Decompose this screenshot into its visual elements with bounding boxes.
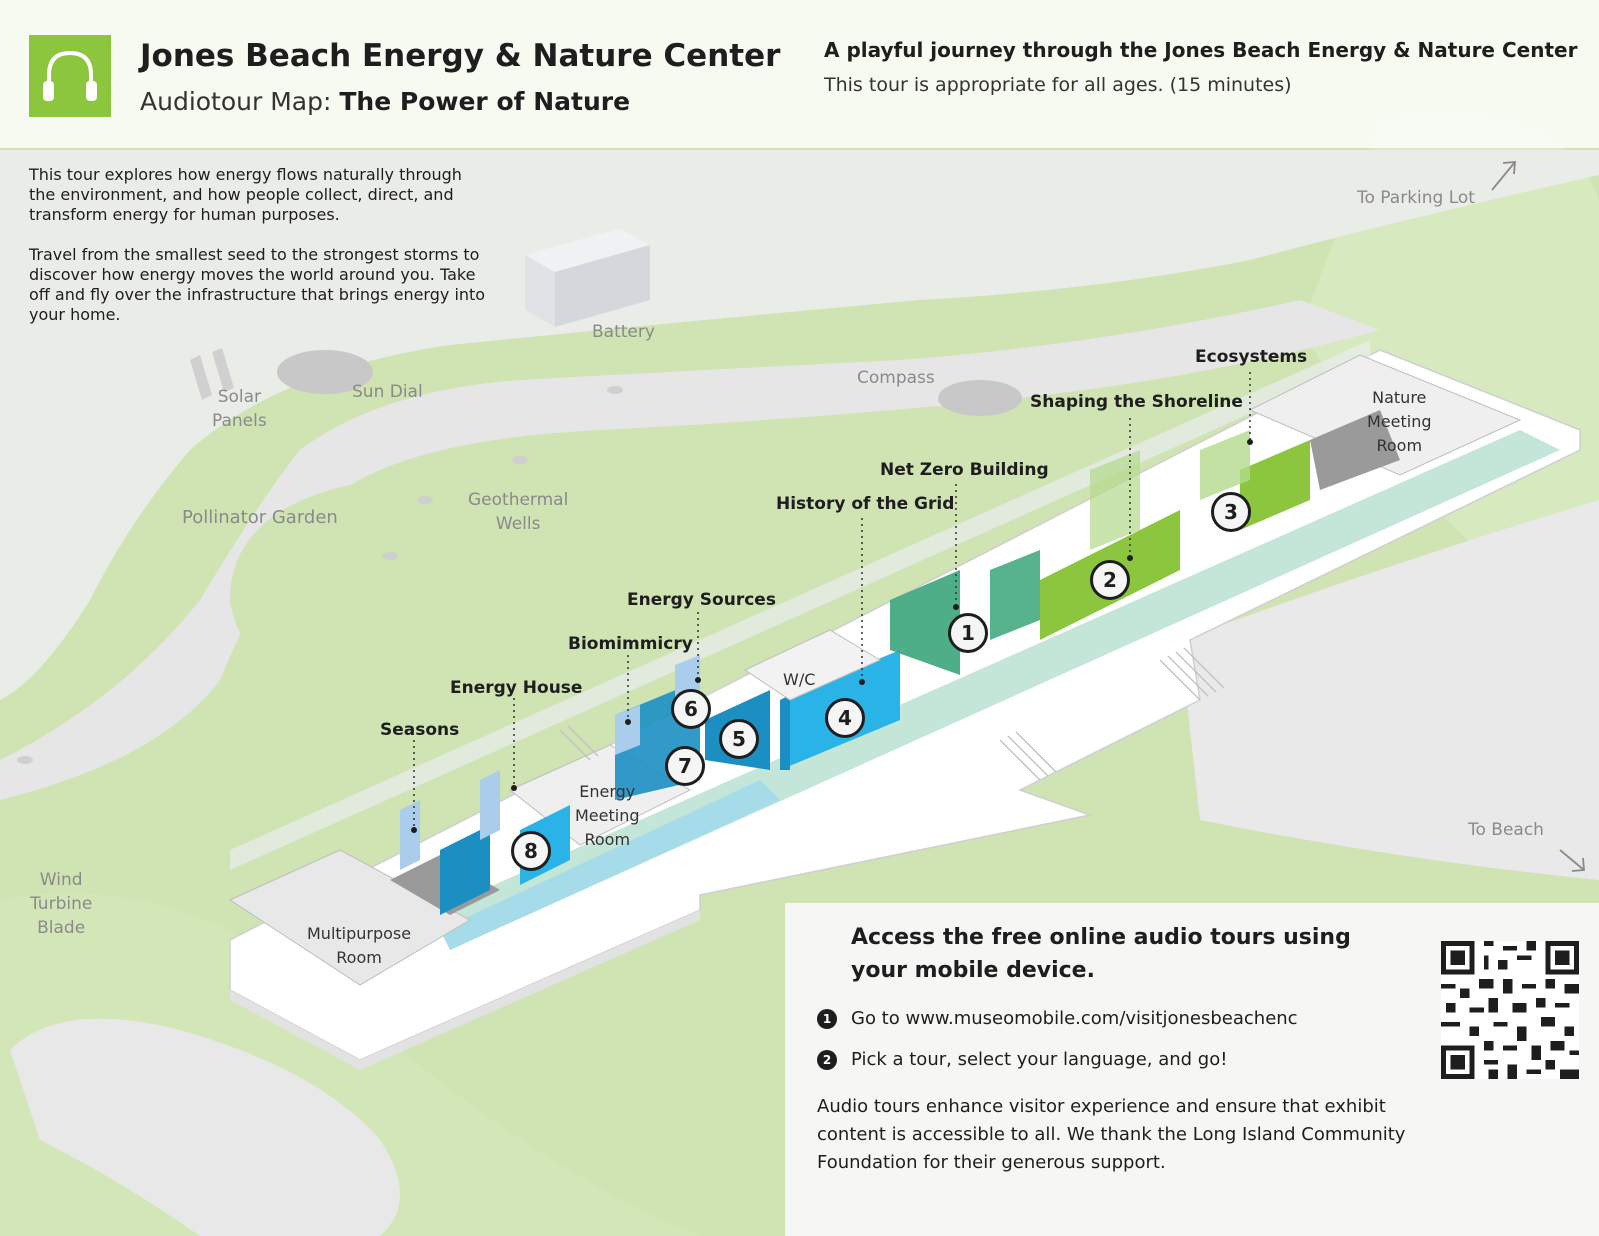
label-solar-panels: Solar Panels	[212, 387, 267, 431]
page-subtitle: Audiotour Map: The Power of Nature	[140, 87, 631, 116]
parking-arrow-icon	[1491, 161, 1516, 191]
beach-arrow-icon	[1559, 849, 1585, 872]
stop-marker-2[interactable]: 2	[1090, 560, 1130, 600]
step-1-bullet: 1	[817, 1009, 837, 1029]
label-to-beach: To Beach	[1468, 820, 1544, 840]
page-title: Jones Beach Energy & Nature Center	[140, 38, 781, 74]
multipurpose-room-floor	[228, 849, 472, 986]
label-pollinator-garden: Pollinator Garden	[182, 507, 338, 528]
exhibit-label-biomimicry[interactable]: Biomimmicry	[568, 634, 693, 654]
stairs	[559, 647, 1225, 781]
access-step-1-text: Go to www.museomobile.com/visitjonesbeac…	[851, 1008, 1298, 1029]
exhibit-3-block	[1240, 440, 1310, 530]
exhibit-label-seasons[interactable]: Seasons	[380, 720, 460, 740]
exhibit-label-energy-house[interactable]: Energy House	[450, 678, 583, 698]
leader-dots	[411, 439, 1253, 833]
label-geothermal-wells: Geothermal Wells	[468, 490, 569, 534]
sun-dial-feature	[277, 350, 373, 394]
intro-paragraph-1: This tour explores how energy flows natu…	[29, 165, 462, 224]
headphones-icon	[43, 50, 97, 101]
label-compass: Compass	[857, 368, 935, 388]
exhibit-label-energy-sources[interactable]: Energy Sources	[627, 590, 776, 610]
access-step-2: 2 Pick a tour, select your language, and …	[817, 1049, 1227, 1070]
wc-room-floor	[743, 629, 882, 701]
access-thanks-text: Audio tours enhance visitor experience a…	[817, 1096, 1406, 1173]
header-band: Jones Beach Energy & Nature Center Audio…	[0, 0, 1599, 148]
tour-tagline: A playful journey through the Jones Beac…	[824, 38, 1578, 62]
label-wc: W/C	[783, 670, 816, 689]
lawn-patch-east	[1300, 113, 1599, 641]
label-battery: Battery	[592, 322, 655, 342]
tour-ages-note: This tour is appropriate for all ages. (…	[824, 74, 1292, 96]
stop-marker-3[interactable]: 3	[1211, 492, 1251, 532]
stop-marker-4[interactable]: 4	[825, 698, 865, 738]
access-heading: Access the free online audio tours using…	[851, 925, 1351, 983]
curved-walkway	[0, 300, 1380, 800]
label-wind-turbine-blade: Wind Turbine Blade	[30, 870, 93, 938]
exhibit-1-block	[890, 570, 960, 675]
stop-marker-7[interactable]: 7	[665, 746, 705, 786]
access-step-1: 1 Go to www.museomobile.com/visitjonesbea…	[817, 1008, 1298, 1029]
label-multipurpose-room: Multipurpose Room	[307, 924, 412, 967]
southwest-path	[10, 1018, 400, 1236]
leader-lines	[413, 372, 1251, 828]
label-to-parking-lot: To Parking Lot	[1357, 188, 1475, 208]
audiotour-logo	[29, 35, 111, 117]
solar-panel-1	[190, 355, 212, 400]
pollinator-garden-lawn	[230, 480, 500, 682]
access-panel: Access the free online audio tours using…	[785, 903, 1599, 1236]
exhibit-label-history-of-the-grid[interactable]: History of the Grid	[776, 494, 955, 514]
label-energy-meeting-room: Energy Meeting Room	[575, 782, 640, 849]
access-step-2-text: Pick a tour, select your language, and g…	[851, 1049, 1228, 1070]
stop-marker-6[interactable]: 6	[671, 689, 711, 729]
upper-plaza-path	[0, 150, 1599, 700]
compass-feature	[938, 380, 1022, 416]
exhibit-label-net-zero-building[interactable]: Net Zero Building	[880, 460, 1049, 480]
intro-paragraph-2: Travel from the smallest seed to the str…	[29, 245, 486, 324]
step-2-bullet: 2	[817, 1050, 837, 1070]
stop-marker-1[interactable]: 1	[948, 613, 988, 653]
label-sun-dial: Sun Dial	[352, 382, 423, 402]
qr-code-icon[interactable]	[1441, 941, 1579, 1079]
exhibit-label-shaping-the-shoreline[interactable]: Shaping the Shoreline	[1030, 392, 1243, 412]
exhibit-label-ecosystems[interactable]: Ecosystems	[1195, 347, 1308, 367]
stop-marker-8[interactable]: 8	[511, 831, 551, 871]
solar-panel-2	[212, 348, 234, 392]
beach-access-path	[1180, 500, 1599, 880]
stop-marker-5[interactable]: 5	[719, 719, 759, 759]
label-nature-meeting-room: Nature Meeting Room	[1367, 388, 1432, 455]
